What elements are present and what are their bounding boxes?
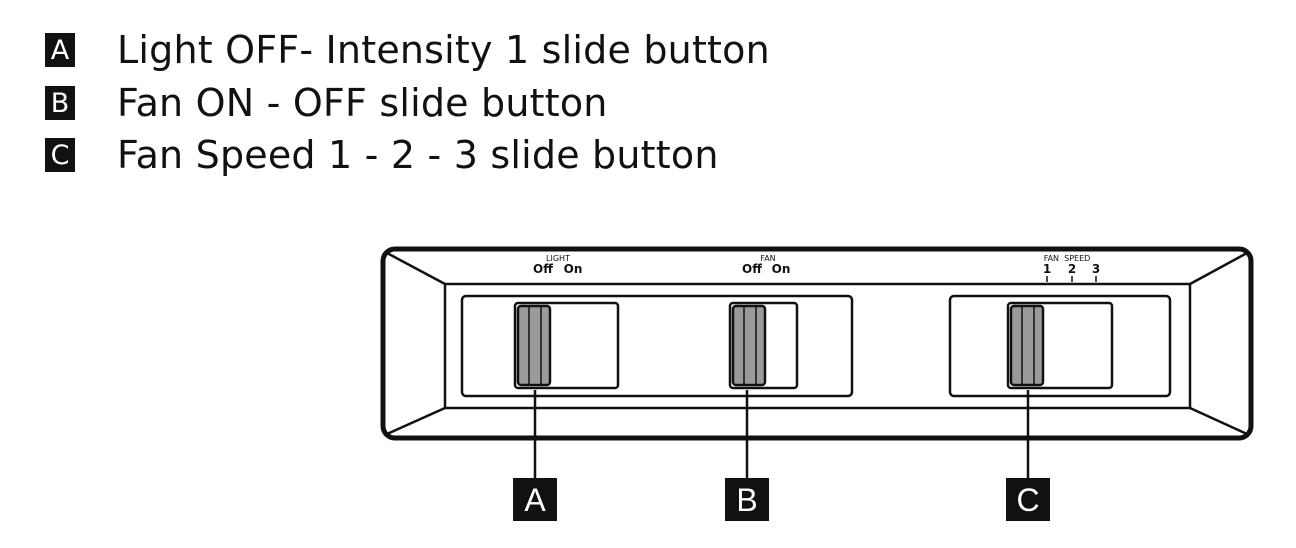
inner-bevel — [443, 282, 1192, 410]
bevel-line-bl — [386, 406, 446, 436]
fan-speed-slider[interactable] — [1006, 301, 1114, 390]
fan-title-label: FAN — [760, 254, 776, 263]
fan-speed-label-3: 3 — [1091, 262, 1101, 276]
callout-c: C — [1006, 478, 1050, 521]
fan-off-label: Off — [742, 262, 762, 276]
fan-on-label: On — [771, 262, 791, 276]
legend-badge-c: C — [45, 138, 75, 172]
fan-speed-label-1: 1 — [1042, 262, 1052, 276]
legend-text-a: Light OFF- Intensity 1 slide button — [117, 28, 770, 72]
callout-b: B — [725, 478, 769, 521]
legend-badge-a: A — [45, 33, 75, 67]
legend-item-c: C Fan Speed 1 - 2 - 3 slide button — [45, 135, 719, 175]
legend-item-a: A Light OFF- Intensity 1 slide button — [45, 30, 770, 70]
legend-badge-b: B — [45, 86, 75, 120]
fan-speed-slider-knob[interactable] — [1009, 304, 1045, 387]
bevel-line-tl — [386, 251, 446, 286]
fan-slider[interactable] — [728, 301, 799, 390]
callout-a: A — [513, 478, 557, 521]
light-slider-knob[interactable] — [516, 304, 552, 387]
light-slider[interactable] — [513, 301, 620, 390]
light-on-label: On — [563, 262, 583, 276]
fan-speed-title-label: FAN SPEED — [1043, 254, 1091, 263]
fan-speed-label-2: 2 — [1067, 262, 1077, 276]
fan-slider-knob[interactable] — [731, 304, 767, 387]
legend-text-b: Fan ON - OFF slide button — [117, 81, 608, 125]
light-off-label: Off — [533, 262, 553, 276]
legend-text-c: Fan Speed 1 - 2 - 3 slide button — [117, 133, 719, 177]
light-title-label: LIGHT — [546, 254, 570, 263]
bevel-line-tr — [1189, 251, 1248, 286]
legend-item-b: B Fan ON - OFF slide button — [45, 83, 608, 123]
bevel-line-br — [1189, 406, 1248, 436]
